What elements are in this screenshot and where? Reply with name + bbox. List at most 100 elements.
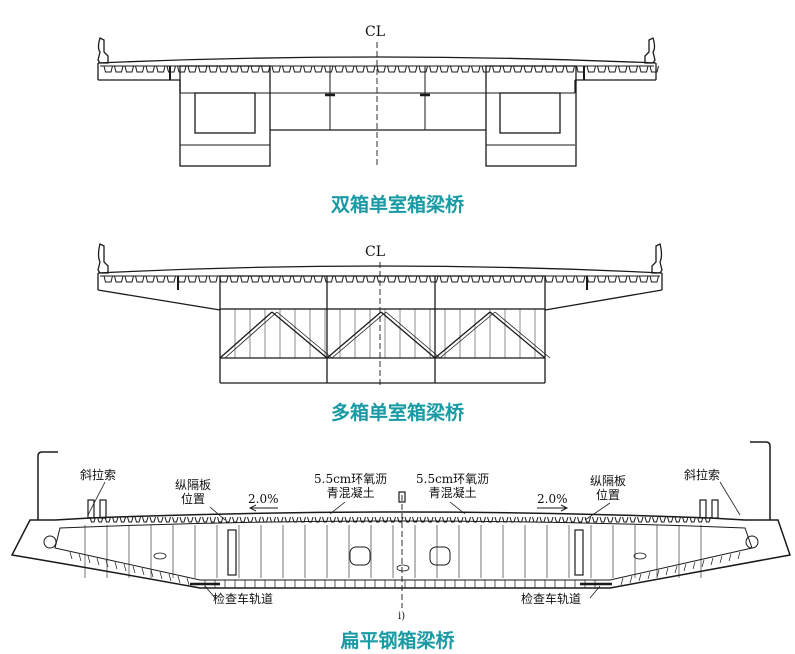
deck-u-rib: [232, 516, 239, 523]
bottom-rib: [69, 551, 73, 560]
deck-rib: [187, 65, 197, 73]
deck-rib: [418, 275, 428, 283]
bottom-rib: [168, 573, 172, 582]
bottom-rib: [132, 565, 136, 574]
manhole-1: [349, 546, 371, 566]
leader-diaphragm-left: [209, 506, 226, 521]
deck-rib: [513, 275, 523, 283]
deck-u-rib: [547, 516, 554, 523]
deck-rib: [366, 65, 376, 73]
deck-rib: [450, 275, 460, 283]
deck-rib: [544, 65, 554, 73]
deck-rib: [408, 275, 418, 283]
deck-u-rib: [652, 516, 659, 523]
leader-rail-left: [204, 585, 216, 599]
deck-rib: [250, 275, 260, 283]
parapet-right: [644, 37, 656, 64]
deck-rib: [397, 65, 407, 73]
box-inner-shell: [54, 520, 753, 581]
cable-label-left: 斜拉索: [80, 468, 117, 482]
deck-u-rib: [487, 516, 494, 523]
deck-rib: [639, 275, 649, 283]
barrier-2: [99, 499, 107, 519]
deck-rib: [460, 65, 470, 73]
left-box-girder: [179, 65, 271, 167]
deck-rib: [481, 275, 491, 283]
deck-rib: [114, 65, 124, 73]
right-box-girder: [485, 65, 577, 167]
deck-rib: [208, 65, 218, 73]
box-outer-shell: [10, 511, 791, 589]
deck-u-rib: [217, 516, 224, 523]
deck-rib: [492, 65, 502, 73]
bottom-rib: [710, 557, 714, 566]
cantilever-bottom-right: [544, 289, 663, 311]
deck-u-rib: [614, 516, 621, 523]
lamp-post-left: [37, 451, 58, 520]
rail-label-left: 检查车轨道: [213, 592, 274, 606]
deck-rib: [135, 275, 145, 283]
deck-rib: [586, 65, 596, 73]
deck-rib: [292, 65, 302, 73]
deck-u-rib: [209, 516, 216, 523]
deck-u-rib: [577, 516, 584, 523]
deck-u-rib: [119, 516, 126, 523]
deck-rib: [303, 65, 313, 73]
leader-paving-left: [329, 501, 346, 515]
deck-u-rib: [142, 516, 149, 523]
deck-rib: [250, 65, 260, 73]
truss-diagonal-5-b: [439, 311, 496, 359]
deck-u-rib: [689, 516, 696, 523]
deck-rib: [492, 275, 502, 283]
deck-rib: [334, 65, 344, 73]
deck-u-rib: [157, 516, 164, 523]
bottom-rib: [141, 567, 145, 576]
deck-u-rib: [97, 516, 104, 523]
deck-rib: [261, 65, 271, 73]
truss-diagonal-2-b: [276, 311, 333, 359]
deck-u-rib: [659, 516, 666, 523]
deck-u-rib: [404, 516, 411, 523]
deck-rib: [124, 65, 134, 73]
diaphragm-label-left: 纵隔板位置: [175, 478, 212, 506]
deck-u-rib: [292, 516, 299, 523]
left-box-cell: [194, 92, 256, 134]
deck-u-rib: [134, 516, 141, 523]
deck-u-rib: [539, 516, 546, 523]
flat-steel-box-girder-drawing: [10, 441, 791, 608]
deck-rib: [261, 275, 271, 283]
deck-u-rib: [202, 516, 209, 523]
bottom-rib: [719, 555, 723, 564]
access-hole-2: [633, 552, 647, 560]
deck-rib: [586, 275, 596, 283]
deck-rib: [649, 275, 659, 283]
deck-rib: [502, 275, 512, 283]
barrier-3: [699, 499, 707, 519]
deck-rib: [355, 275, 365, 283]
deck-rib: [387, 275, 397, 283]
deck-u-rib: [524, 516, 531, 523]
barrier-1: [87, 499, 95, 519]
deck-rib: [324, 275, 334, 283]
leader-paving-right: [449, 501, 466, 515]
deck-u-rib: [637, 516, 644, 523]
deck-u-rib: [622, 516, 629, 523]
bottom-rib: [114, 561, 118, 570]
parapet-right: [651, 243, 663, 274]
deck-u-rib: [352, 516, 359, 523]
bottom-rib: [665, 567, 669, 576]
deck-u-rib: [434, 516, 441, 523]
deck-rib: [429, 65, 439, 73]
deck-rib: [208, 275, 218, 283]
truss-diagonal-6: [489, 311, 546, 359]
bottom-rib: [177, 575, 181, 584]
slope-arrow-right: [537, 504, 569, 512]
deck-rib: [282, 65, 292, 73]
cable-anchor-right: [745, 535, 759, 549]
leader-cable-left: [87, 481, 106, 516]
deck-u-rib: [112, 516, 119, 523]
bottom-rib: [620, 577, 624, 586]
deck-u-rib: [179, 516, 186, 523]
bottom-rib: [159, 571, 163, 580]
